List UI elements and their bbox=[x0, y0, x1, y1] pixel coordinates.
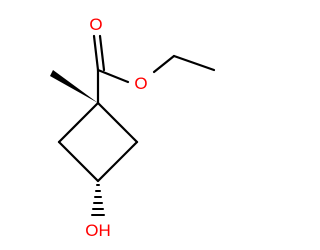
carbonyl-oxygen-label: O bbox=[89, 15, 102, 34]
ring-bond-top-right bbox=[96, 101, 139, 144]
bond-ester-oxygen-ethyl bbox=[152, 54, 176, 74]
ring-bond-right-bottom bbox=[96, 140, 139, 183]
bond-carbonyl-ester-oxygen bbox=[96, 68, 130, 84]
double-bond-line-2 bbox=[98, 34, 106, 72]
molecule-structure: O O OH bbox=[50, 15, 216, 240]
hydroxyl-label: OH bbox=[85, 221, 111, 240]
hashed-bond-hydroxyl bbox=[91, 184, 105, 216]
double-bond-line-1 bbox=[92, 34, 100, 72]
bond-ethyl-methyl bbox=[172, 54, 216, 72]
wedge-bond-methyl bbox=[50, 70, 98, 103]
ring-bond-bottom-left bbox=[57, 140, 100, 183]
ester-oxygen-label: O bbox=[134, 74, 147, 93]
ring-bond-left-top bbox=[57, 101, 100, 144]
